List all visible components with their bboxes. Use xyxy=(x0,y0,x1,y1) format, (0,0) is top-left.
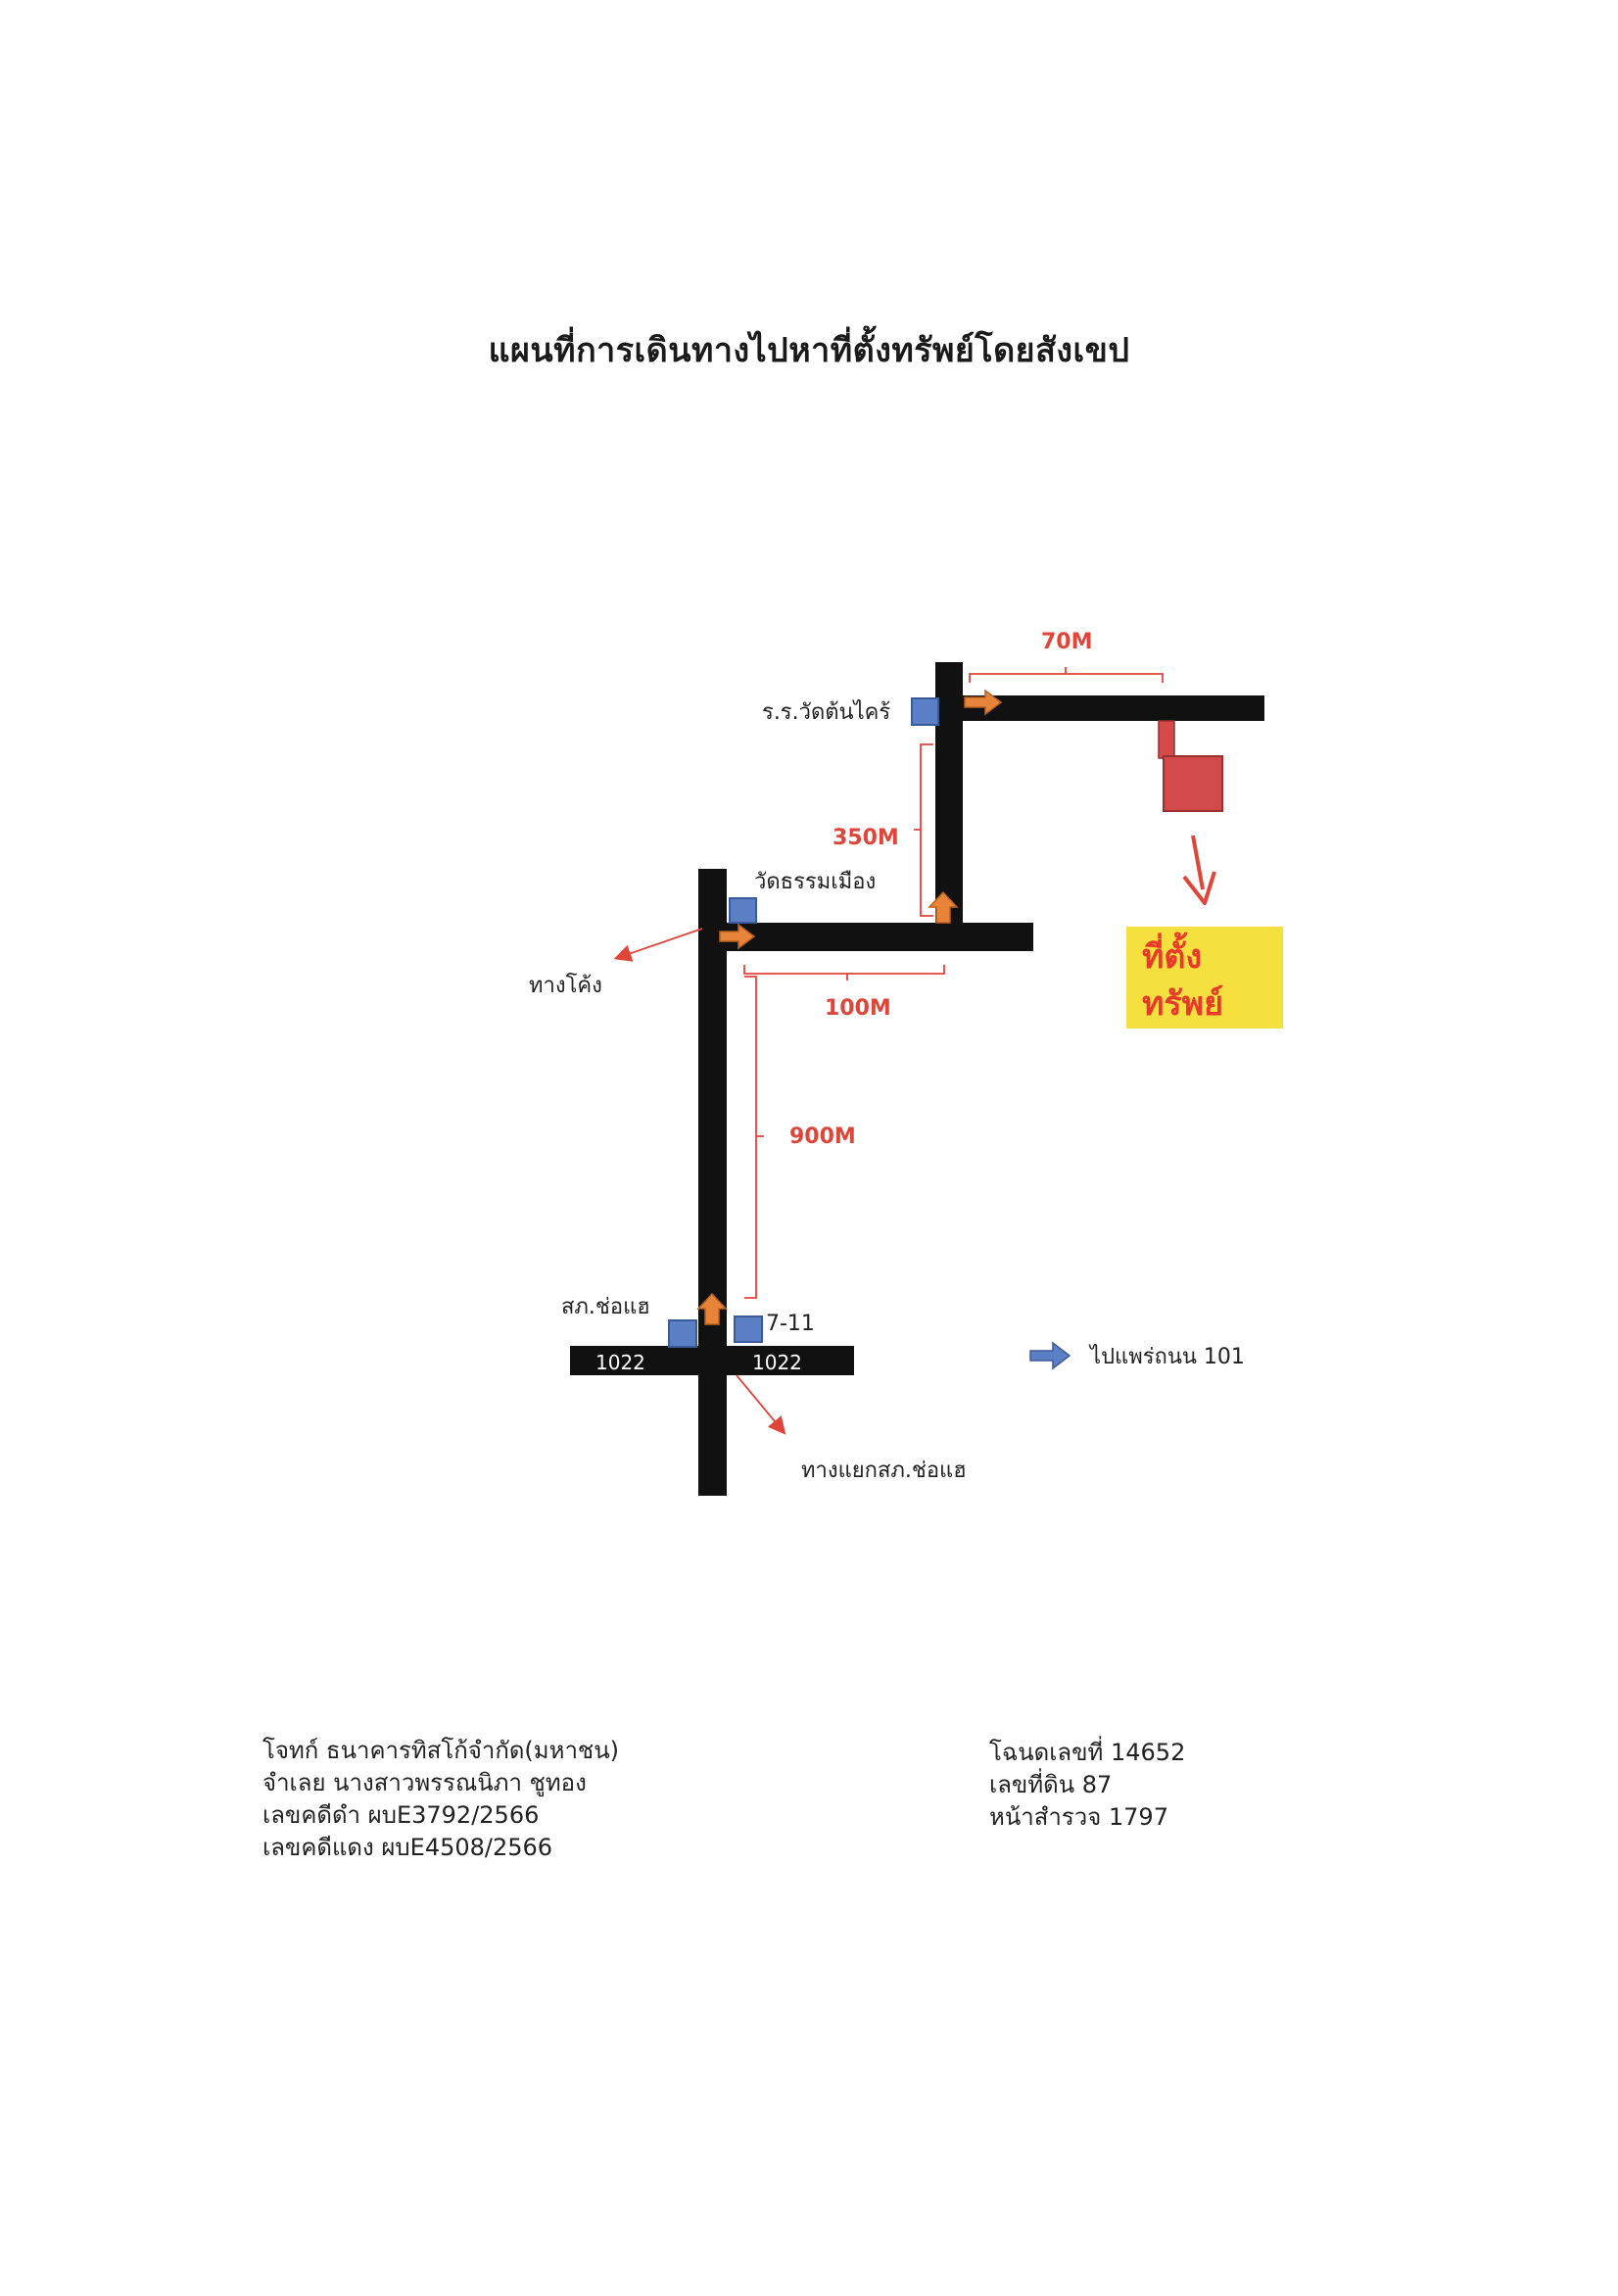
label-seven-eleven: 7-11 xyxy=(766,1312,815,1336)
arrow-right-icon xyxy=(964,689,1003,716)
roads xyxy=(570,662,1264,1496)
road-number-right: 1022 xyxy=(752,1351,802,1374)
bracket-350m xyxy=(914,743,933,917)
survey-page: หน้าสำรวจ 1797 xyxy=(989,1803,1168,1831)
property-access-path xyxy=(1158,720,1175,759)
bracket-900m xyxy=(744,976,764,1299)
property-label-line1: ที่ตั้ง xyxy=(1142,932,1202,977)
property-label-line2: ทรัพย์ xyxy=(1142,984,1223,1024)
deed-number: โฉนดเลขที่ 14652 xyxy=(989,1739,1186,1766)
seven-eleven-marker xyxy=(734,1315,763,1343)
school-marker xyxy=(911,697,939,726)
arrow-up-icon xyxy=(928,890,959,924)
distance-70m: 70M xyxy=(1041,630,1093,654)
arrow-up-icon xyxy=(696,1292,728,1325)
property-label-box xyxy=(1126,927,1283,1028)
label-curve: ทางโค้ง xyxy=(529,973,602,998)
legend-label: ไปแพร่ถนน 101 xyxy=(1088,1344,1245,1369)
page-title: แผนที่การเดินทางไปหาที่ตั้งทรัพย์โดยสังเ… xyxy=(488,331,1130,370)
distance-brackets xyxy=(743,667,1164,1299)
intersection-pointer xyxy=(736,1374,786,1435)
landmarks xyxy=(668,697,939,1348)
curve-pointer xyxy=(613,928,703,962)
plaintiff: โจทก์ ธนาคารทิสโก้จำกัด(มหาชน) xyxy=(262,1737,619,1764)
property-arrow-shaft xyxy=(1191,835,1205,890)
distance-100m: 100M xyxy=(825,996,891,1021)
label-school: ร.ร.วัดต้นไคร้ xyxy=(762,699,890,725)
road-1022 xyxy=(570,1346,854,1375)
police-marker xyxy=(668,1319,697,1348)
land-number: เลขที่ดิน 87 xyxy=(989,1771,1113,1798)
distance-350m: 350M xyxy=(833,826,899,850)
defendant: จำเลย นางสาวพรรณนิภา ชูทอง xyxy=(262,1769,587,1796)
bracket-100m xyxy=(743,965,945,981)
label-police: สภ.ช่อแฮ xyxy=(561,1295,650,1319)
temple-marker xyxy=(729,897,757,924)
road-main-vertical xyxy=(698,869,727,1496)
label-temple: วัดธรรมเมือง xyxy=(754,870,876,894)
deed-info: โฉนดเลขที่ 14652 เลขที่ดิน 87 หน้าสำรวจ … xyxy=(989,1737,1185,1834)
road-number-left: 1022 xyxy=(595,1351,645,1374)
arrow-right-icon xyxy=(719,923,756,950)
bracket-70m xyxy=(969,667,1164,683)
legend-arrow-icon xyxy=(1029,1341,1071,1370)
property-plot xyxy=(1158,720,1223,812)
property-parcel xyxy=(1163,755,1223,812)
label-intersection: ทางแยกสภ.ช่อแฮ xyxy=(801,1459,967,1483)
direction-arrows xyxy=(696,689,1003,1325)
case-info: โจทก์ ธนาคารทิสโก้จำกัด(มหาชน) จำเลย นาง… xyxy=(262,1735,619,1864)
property-down-arrow-icon xyxy=(1182,871,1216,905)
red-case-number: เลขคดีแดง ผบE4508/2566 xyxy=(262,1834,553,1861)
black-case-number: เลขคดีดำ ผบE3792/2566 xyxy=(262,1801,540,1829)
distance-900m: 900M xyxy=(789,1124,856,1149)
